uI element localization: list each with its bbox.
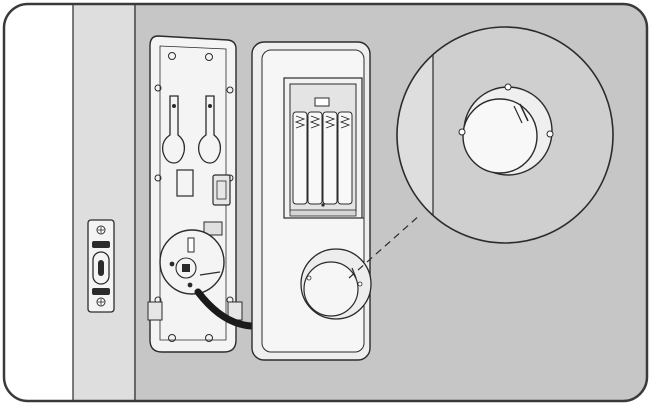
magnified-detail-circle (396, 26, 614, 244)
zoom-leader-line (348, 214, 421, 279)
door-edge-strip (72, 4, 136, 401)
battery-cells (292, 111, 353, 205)
keyhole-slots (162, 95, 222, 164)
lock-interior-unit (251, 41, 372, 361)
plate-connector (212, 174, 231, 206)
battery-springs (294, 115, 351, 129)
zoomed-knob (458, 83, 554, 176)
plate-slot (176, 169, 194, 197)
plate-tab (203, 221, 223, 236)
spindle-hole (159, 229, 225, 295)
mounting-plate (147, 35, 243, 353)
thumb-turn-knob (300, 248, 372, 320)
strike-plate (87, 219, 115, 313)
battery-compartment (283, 77, 363, 219)
